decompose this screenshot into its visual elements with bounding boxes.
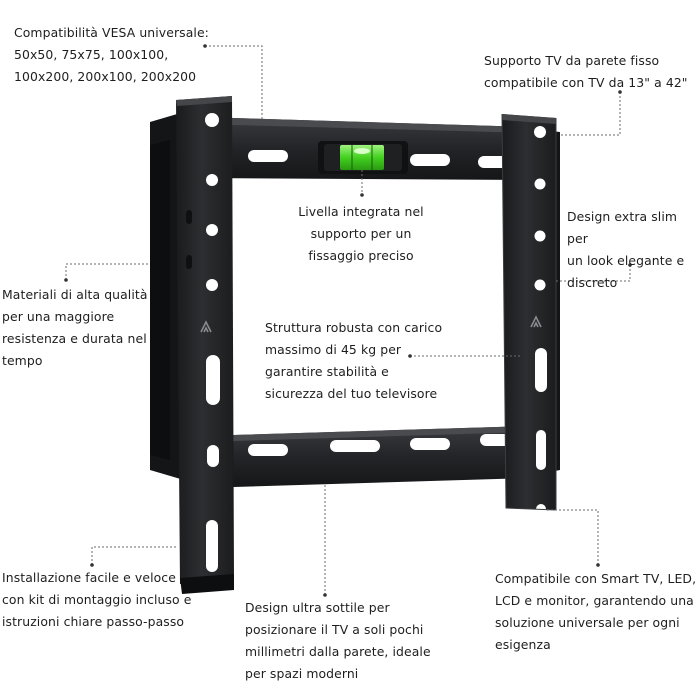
bottom-rail bbox=[200, 426, 530, 488]
left-arm bbox=[176, 96, 234, 584]
callout-easy-installation: Installazione facile e veloce con kit di… bbox=[2, 570, 192, 629]
right-arm bbox=[501, 113, 557, 534]
callout-vesa-compatibility: Compatibilità VESA universale: 50x50, 75… bbox=[14, 25, 209, 84]
callout-compatibility: Compatibile con Smart TV, LED, LCD e mon… bbox=[495, 571, 697, 652]
bubble-level-icon bbox=[318, 141, 408, 174]
callout-fixed-mount: Supporto TV da parete fisso compatibile … bbox=[484, 53, 688, 90]
left-arm-foot bbox=[180, 574, 234, 594]
callout-robust-structure: Struttura robusta con carico massimo di … bbox=[265, 320, 443, 401]
callout-materials: Materiali di alta qualità per una maggio… bbox=[2, 287, 148, 368]
chevron-a-logo bbox=[200, 315, 542, 333]
callout-integrated-level: Livella integrata nel supporto per un fi… bbox=[298, 204, 424, 263]
callout-ultra-thin-design: Design ultra sottile per posizionare il … bbox=[245, 600, 431, 681]
callout-extra-slim: Design extra slim per un look elegante e… bbox=[567, 209, 685, 290]
